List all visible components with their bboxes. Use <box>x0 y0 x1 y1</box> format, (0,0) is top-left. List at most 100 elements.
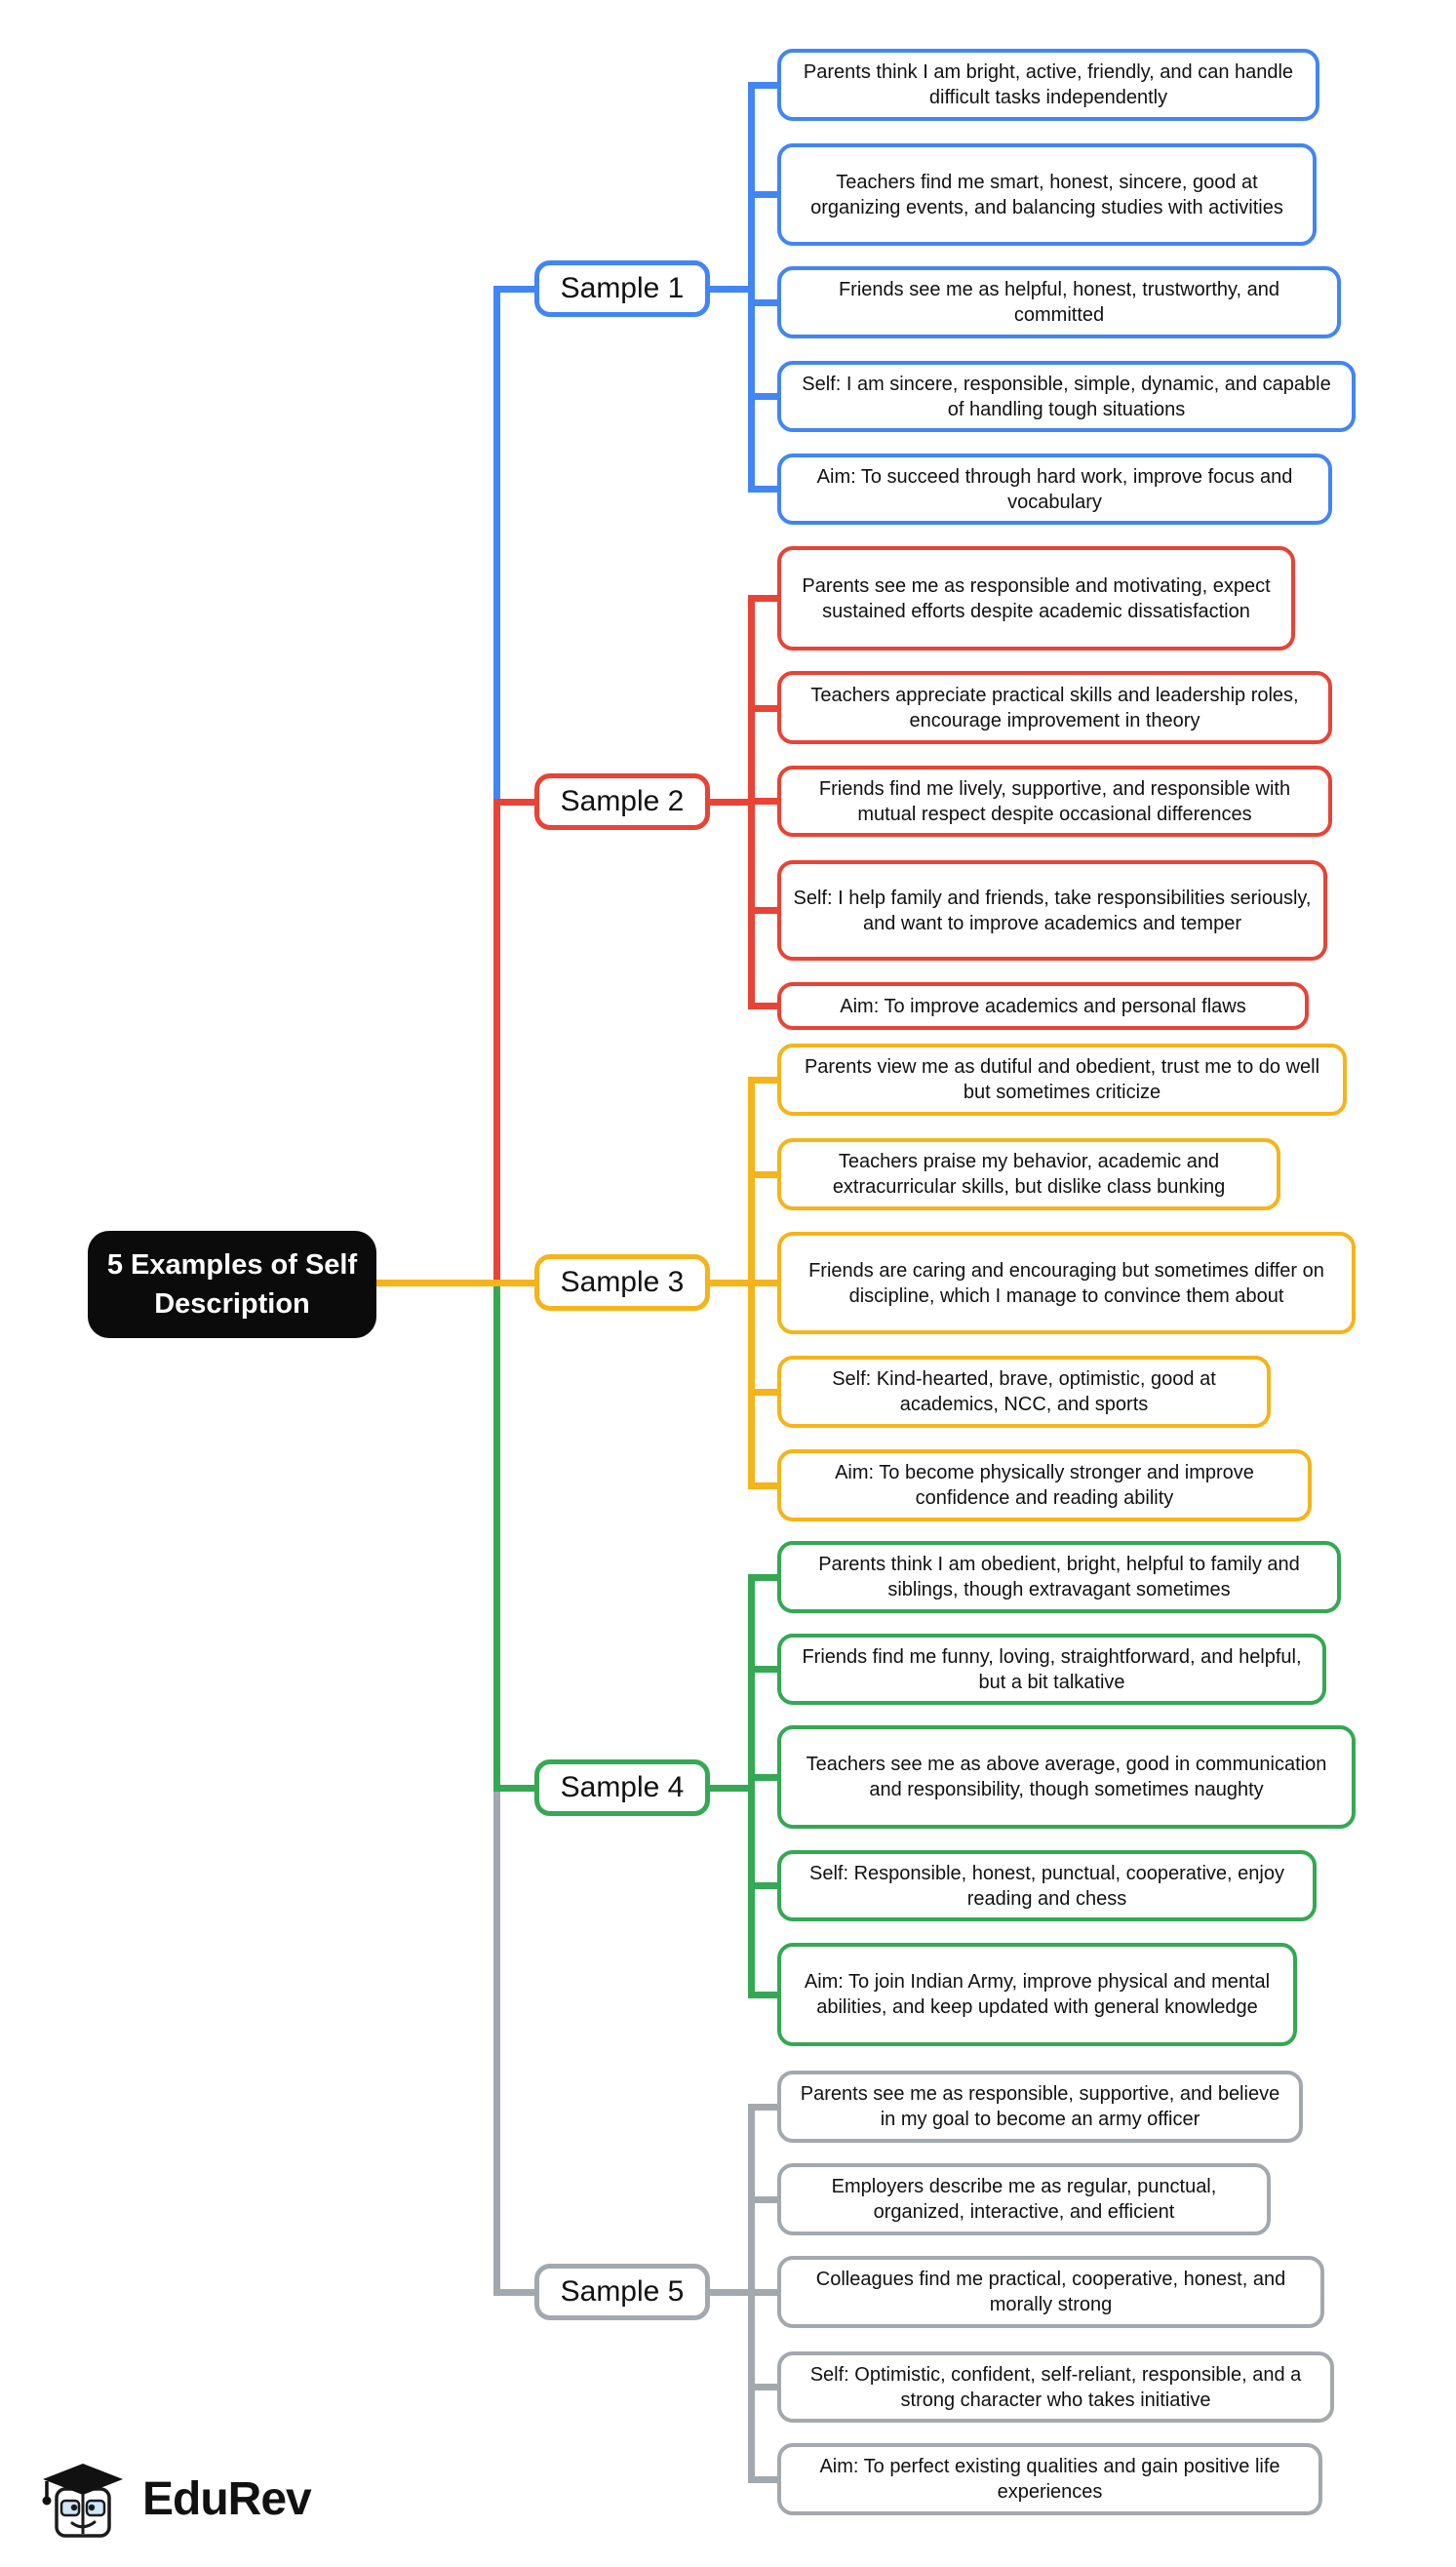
sample5-child1-node: Parents see me as responsible, supportiv… <box>777 2071 1303 2143</box>
sample4-child5-node: Aim: To join Indian Army, improve physic… <box>777 1943 1297 2046</box>
sample5-child1-text: Parents see me as responsible, supportiv… <box>800 2083 1280 2130</box>
sample2-branch-right-line <box>710 799 755 806</box>
sample1-child3-text: Friends see me as helpful, honest, trust… <box>838 279 1280 326</box>
sample4-branch-left-line <box>493 1785 538 1792</box>
sample1-child2-text: Teachers find me smart, honest, sincere,… <box>810 171 1283 218</box>
sample4-child5-text: Aim: To join Indian Army, improve physic… <box>804 1971 1271 2018</box>
sample5-trunk-line <box>493 1792 500 2289</box>
sample5-child5-node: Aim: To perfect existing qualities and g… <box>777 2443 1322 2515</box>
sample5-child5-connector-line <box>748 2476 781 2483</box>
sample3-child2-text: Teachers praise my behavior, academic an… <box>832 1151 1226 1198</box>
edurev-logo-text: EduRev <box>142 2472 312 2525</box>
sample3-child4-text: Self: Kind-hearted, brave, optimistic, g… <box>832 1368 1216 1415</box>
sample2-child3-text: Friends find me lively, supportive, and … <box>818 777 1291 825</box>
sample1-child5-connector-line <box>748 486 781 493</box>
sample2-child1-text: Parents see me as responsible and motiva… <box>802 574 1271 622</box>
sample3-child5-node: Aim: To become physically stronger and i… <box>777 1449 1312 1521</box>
root-title-text: 5 Examples of Self Description <box>106 1249 358 1320</box>
sample2-child5-connector-line <box>748 1003 781 1009</box>
sample2-child1-node: Parents see me as responsible and motiva… <box>777 546 1295 651</box>
sample2-label-text: Sample 2 <box>560 785 685 817</box>
sample3-child1-text: Parents view me as dutiful and obedient,… <box>804 1056 1320 1103</box>
sample5-child2-node: Employers describe me as regular, punctu… <box>777 2163 1271 2235</box>
sample5-child4-connector-line <box>748 2384 781 2390</box>
sample3-branch-right-line <box>710 1280 755 1286</box>
sample1-child3-connector-line <box>748 299 781 306</box>
edurev-graduate-books-icon <box>42 2464 123 2538</box>
sample3-child3-text: Friends are caring and encouraging but s… <box>808 1259 1324 1307</box>
sample3-label-node: Sample 3 <box>534 1254 710 1311</box>
sample5-child1-connector-line <box>748 2104 781 2111</box>
sample1-children-trunk-line <box>748 85 755 489</box>
sample3-child5-connector-line <box>748 1482 781 1489</box>
sample5-child2-connector-line <box>748 2196 781 2203</box>
sample4-child1-text: Parents think I am obedient, bright, hel… <box>818 1554 1300 1600</box>
sample1-child1-connector-line <box>748 82 781 89</box>
sample4-child3-node: Teachers see me as above average, good i… <box>777 1725 1356 1829</box>
sample1-child3-node: Friends see me as helpful, honest, trust… <box>777 266 1341 338</box>
sample1-child4-connector-line <box>748 393 781 400</box>
sample5-child4-node: Self: Optimistic, confident, self-relian… <box>777 2351 1334 2423</box>
sample4-label-node: Sample 4 <box>534 1759 710 1816</box>
sample5-child3-text: Colleagues find me practical, cooperativ… <box>815 2269 1286 2315</box>
sample1-branch-right-line <box>710 286 755 293</box>
sample4-child4-connector-line <box>748 1882 781 1889</box>
sample4-branch-right-line <box>710 1785 755 1792</box>
sample1-child5-node: Aim: To succeed through hard work, impro… <box>777 454 1332 525</box>
sample4-child4-text: Self: Responsible, honest, punctual, coo… <box>809 1862 1284 1910</box>
sample2-child2-text: Teachers appreciate practical skills and… <box>810 684 1299 731</box>
sample5-child2-text: Employers describe me as regular, punctu… <box>831 2176 1217 2223</box>
sample4-trunk-line <box>493 1286 500 1785</box>
sample4-child2-connector-line <box>748 1666 781 1673</box>
sample1-trunk-line <box>493 286 500 799</box>
sample5-label-text: Sample 5 <box>560 2275 685 2308</box>
sample3-child3-connector-line <box>748 1280 781 1286</box>
sample1-child4-node: Self: I am sincere, responsible, simple,… <box>777 361 1356 432</box>
sample1-child1-text: Parents think I am bright, active, frien… <box>803 61 1294 108</box>
sample2-child2-connector-line <box>748 705 781 712</box>
sample3-child1-connector-line <box>748 1077 781 1084</box>
sample2-branch-left-line <box>493 799 538 806</box>
sample1-child1-node: Parents think I am bright, active, frien… <box>777 49 1319 121</box>
sample5-label-node: Sample 5 <box>534 2264 710 2320</box>
sample4-child5-connector-line <box>748 1992 781 1998</box>
sample1-label-node: Sample 1 <box>534 260 710 317</box>
sample5-child3-node: Colleagues find me practical, cooperativ… <box>777 2256 1324 2328</box>
sample5-child4-text: Self: Optimistic, confident, self-relian… <box>809 2363 1302 2411</box>
sample3-child2-node: Teachers praise my behavior, academic an… <box>777 1138 1280 1210</box>
sample3-child4-connector-line <box>748 1389 781 1396</box>
sample2-child4-connector-line <box>748 907 781 914</box>
sample3-child4-node: Self: Kind-hearted, brave, optimistic, g… <box>777 1356 1271 1428</box>
sample4-children-trunk-line <box>748 1577 755 1994</box>
sample2-child3-connector-line <box>748 798 781 805</box>
sample2-child1-connector-line <box>748 595 781 602</box>
sample2-label-node: Sample 2 <box>534 773 710 830</box>
root-node: 5 Examples of Self Description <box>88 1231 376 1338</box>
sample1-label-text: Sample 1 <box>560 272 685 304</box>
sample4-child2-node: Friends find me funny, loving, straightf… <box>777 1634 1326 1705</box>
sample3-child2-connector-line <box>748 1171 781 1178</box>
sample1-child2-connector-line <box>748 191 781 198</box>
sample4-child1-connector-line <box>748 1574 781 1581</box>
sample4-child2-text: Friends find me funny, loving, straightf… <box>802 1645 1302 1693</box>
sample3-child5-text: Aim: To become physically stronger and i… <box>835 1462 1254 1509</box>
sample4-child3-text: Teachers see me as above average, good i… <box>806 1754 1327 1800</box>
sample1-child4-text: Self: I am sincere, responsible, simple,… <box>802 373 1331 420</box>
sample2-child2-node: Teachers appreciate practical skills and… <box>777 671 1332 744</box>
sample2-child3-node: Friends find me lively, supportive, and … <box>777 766 1332 837</box>
sample4-child3-connector-line <box>748 1774 781 1781</box>
sample4-child1-node: Parents think I am obedient, bright, hel… <box>777 1541 1341 1613</box>
sample4-label-text: Sample 4 <box>560 1771 685 1803</box>
sample5-branch-left-line <box>493 2289 538 2296</box>
root-to-sample3-connector-line <box>374 1280 538 1286</box>
sample4-child4-node: Self: Responsible, honest, punctual, coo… <box>777 1850 1317 1921</box>
sample1-child5-text: Aim: To succeed through hard work, impro… <box>816 465 1293 513</box>
sample2-trunk-line <box>493 799 500 1280</box>
edurev-logo: EduRev <box>37 2456 312 2542</box>
sample2-child5-text: Aim: To improve academics and personal f… <box>840 995 1246 1017</box>
sample2-child5-node: Aim: To improve academics and personal f… <box>777 982 1309 1030</box>
sample2-child4-node: Self: I help family and friends, take re… <box>777 860 1327 961</box>
sample3-child3-node: Friends are caring and encouraging but s… <box>777 1232 1356 1334</box>
sample3-child1-node: Parents view me as dutiful and obedient,… <box>777 1044 1347 1116</box>
